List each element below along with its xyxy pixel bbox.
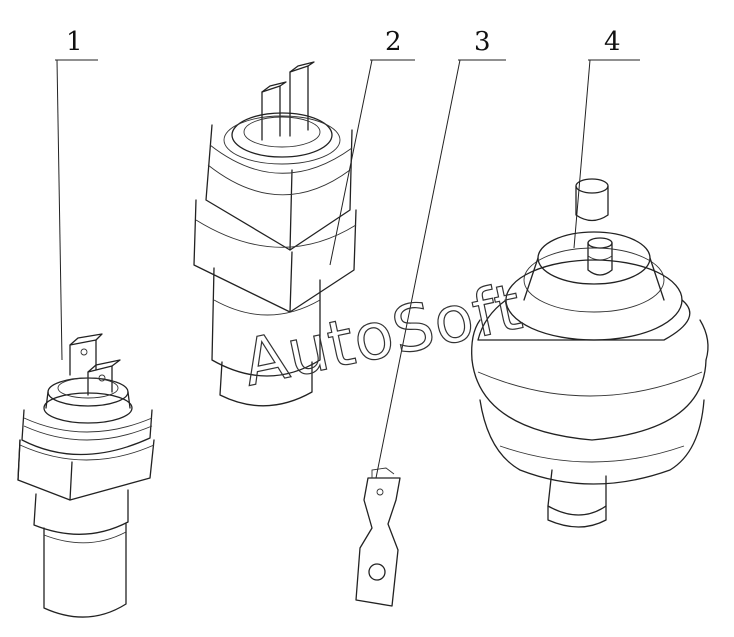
part-1-temperature-sender [17,333,155,618]
leader-lines [55,59,640,479]
callout-2: 2 [385,27,402,57]
watermark-text: AutoSoft [237,270,529,401]
callout-3: 3 [474,27,491,57]
part-4-pressure-sender [471,178,709,528]
part-3-terminal-blade [355,467,401,607]
callout-4: 4 [604,27,621,57]
callout-1: 1 [66,27,83,57]
part-2-pressure-switch [193,61,357,407]
